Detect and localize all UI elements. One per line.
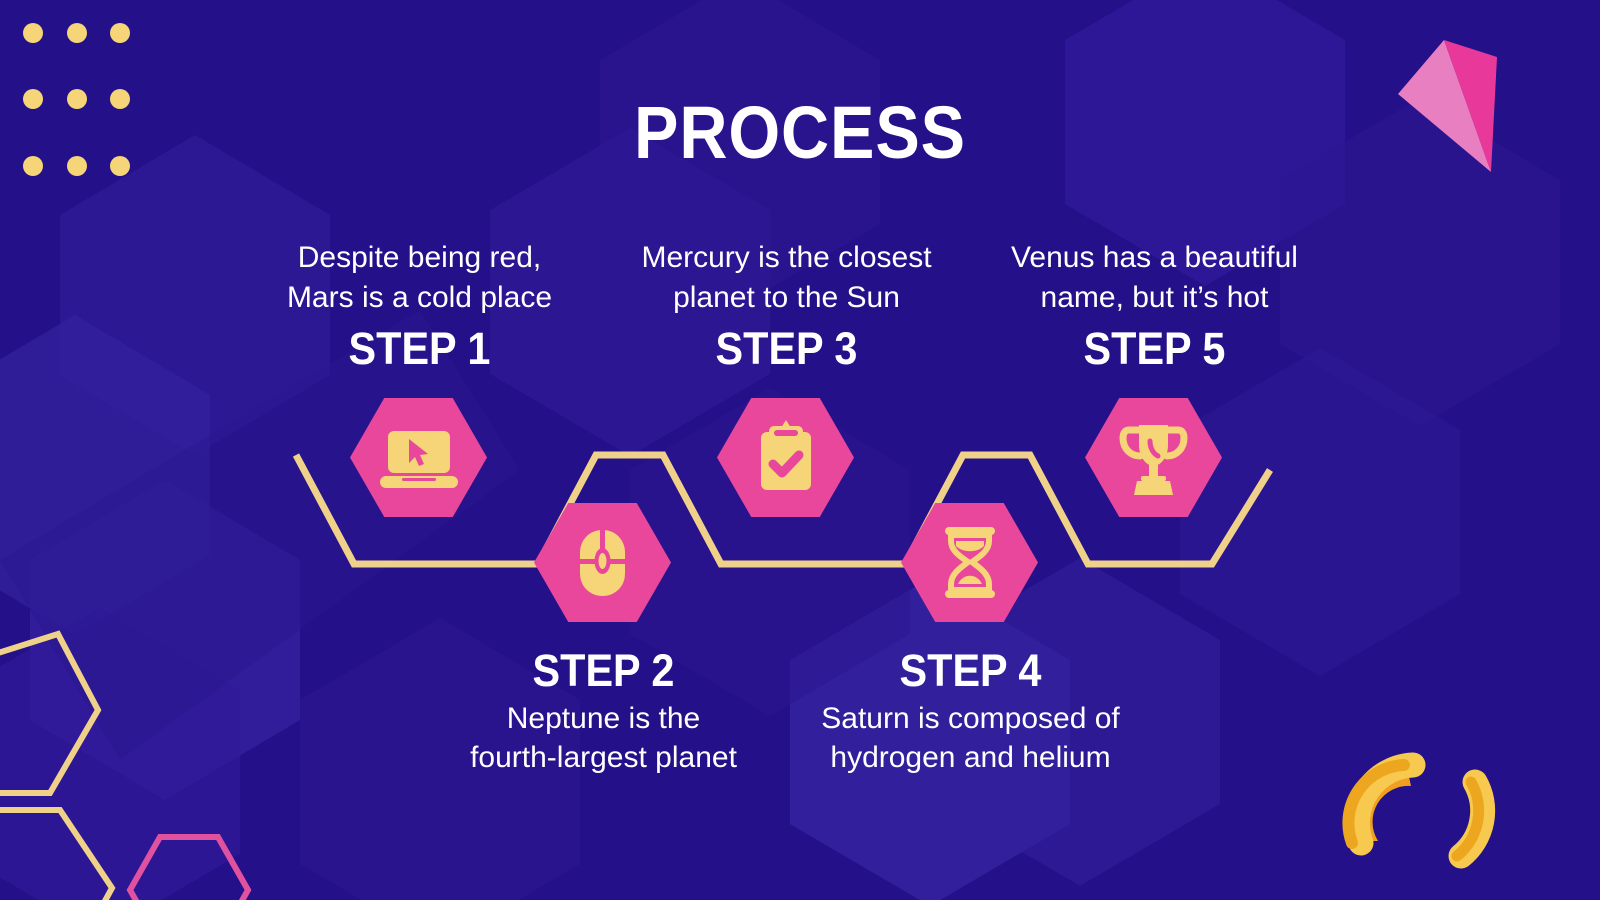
laptop-cursor-icon bbox=[380, 431, 458, 488]
yellow-crescents-icon bbox=[1342, 752, 1496, 869]
page-title: PROCESS bbox=[634, 91, 966, 174]
step-badge-5[interactable] bbox=[1085, 398, 1222, 517]
step-description-4: Saturn is composed of hydrogen and heliu… bbox=[821, 701, 1120, 775]
step-badge-2[interactable] bbox=[534, 503, 671, 622]
hexagon-outline-decor bbox=[0, 630, 116, 900]
step-description-3: Mercury is the closest planet to the Sun bbox=[641, 241, 932, 314]
step-block-4: STEP 4 Saturn is composed of hydrogen an… bbox=[788, 645, 1153, 778]
step-label-5: STEP 5 bbox=[1083, 323, 1226, 375]
step-block-3: Mercury is the closest planet to the Sun… bbox=[604, 238, 969, 375]
step-label-1: STEP 1 bbox=[348, 323, 491, 375]
step-label-2: STEP 2 bbox=[532, 645, 675, 696]
pink-gem-icon bbox=[1398, 40, 1497, 172]
step-block-5: Venus has a beautiful name, but it’s hot… bbox=[972, 238, 1337, 375]
computer-mouse-icon bbox=[580, 530, 625, 596]
yellow-dot-grid bbox=[23, 23, 130, 176]
step-description-1: Despite being red, Mars is a cold place bbox=[286, 241, 553, 314]
step-block-2: STEP 2 Neptune is the fourth-largest pla… bbox=[421, 645, 786, 778]
background-hexagons bbox=[0, 0, 1345, 900]
step-label-4: STEP 4 bbox=[899, 645, 1042, 696]
step-description-2: Neptune is the fourth-largest planet bbox=[470, 701, 737, 775]
step-block-1: Despite being red, Mars is a cold place … bbox=[237, 238, 602, 375]
hexagon-outline-pink-decor bbox=[126, 834, 252, 900]
step-badge-1[interactable] bbox=[350, 398, 487, 517]
step-badge-4[interactable] bbox=[901, 503, 1038, 622]
step-label-3: STEP 3 bbox=[715, 323, 858, 375]
step-badge-3[interactable] bbox=[717, 398, 854, 517]
step-description-5: Venus has a beautiful name, but it’s hot bbox=[1011, 241, 1298, 314]
